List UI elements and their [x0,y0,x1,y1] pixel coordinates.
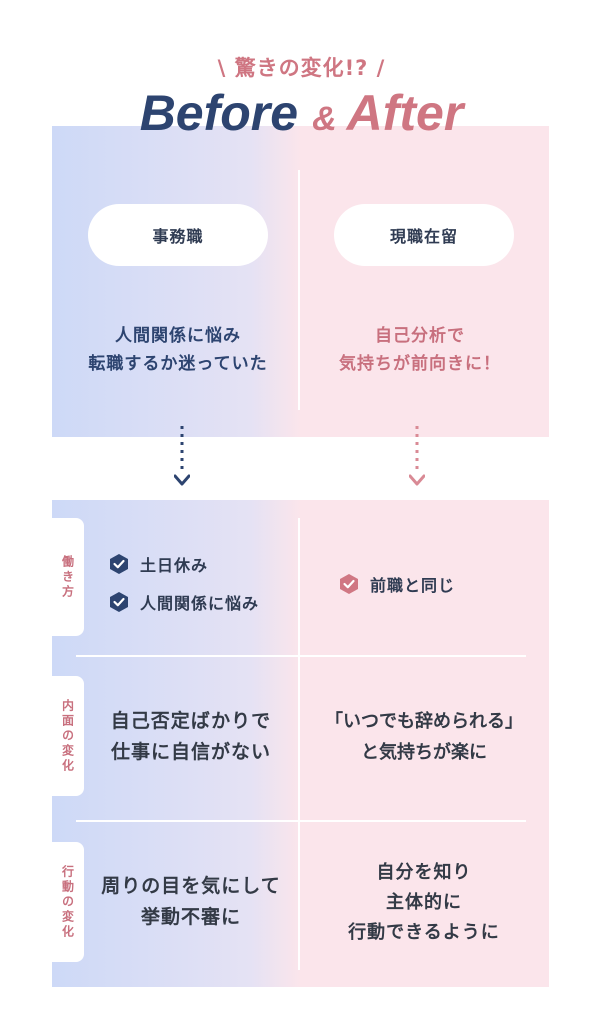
after-summary-line2: 気持ちが前向きに！ [339,354,501,374]
work-after-item-1: 前職と同じ [370,576,456,595]
dotted-arrow-down-icon [409,426,425,486]
after-summary-line1: 自己分析で [375,326,465,346]
detail-divider-vertical [298,518,300,970]
before-summary-line2: 転職するか迷っていた [88,354,268,374]
list-item: 前職と同じ [338,572,455,596]
top-divider [298,170,300,410]
header-title: Before&After [0,84,603,142]
row-label-work-style: 働き方 [52,518,84,636]
inner-after-text: 「いつでも辞められる」 と気持ちが楽に [300,706,548,768]
row-label-inner-change-text: 内面の変化 [60,698,75,774]
action-after-text: 自分を知り 主体的に 行動できるように [300,858,548,948]
dotted-arrow-down-icon [174,426,190,486]
list-item: 土日休み [108,552,259,576]
action-after-line2: 主体的に [386,892,462,913]
row-label-work-style-text: 働き方 [60,554,75,600]
work-after-list: 前職と同じ [338,572,455,596]
after-summary: 自己分析で 気持ちが前向きに！ [300,322,540,378]
inner-after-line1: 「いつでも辞められる」 [325,711,523,732]
work-before-item-1: 土日休み [140,556,209,575]
detail-divider-row2 [76,820,526,822]
title-before: Before [139,85,299,141]
top-comparison-panel [52,126,549,437]
before-job-label: 事務職 [152,227,204,246]
action-before-text: 周りの目を気にして 挙動不審に [84,871,298,933]
row-label-action-change: 行動の変化 [52,842,84,962]
action-after-line3: 行動できるように [348,922,500,943]
check-badge-icon [110,554,128,574]
row-label-inner-change: 内面の変化 [52,676,84,796]
detail-divider-row1 [76,655,526,657]
check-badge-icon [110,592,128,612]
header-subtitle: \ 驚きの変化!? / [217,56,386,80]
work-before-item-2: 人間関係に悩み [140,594,260,613]
check-badge-icon [340,574,358,594]
action-before-line1: 周りの目を気にして [101,875,281,897]
title-after: After [346,85,464,141]
inner-before-line1: 自己否定ばかりで [110,710,272,732]
work-before-list: 土日休み 人間関係に悩み [108,552,259,614]
list-item: 人間関係に悩み [108,590,259,614]
inner-after-line2: と気持ちが楽に [361,742,487,763]
row-label-action-change-text: 行動の変化 [60,864,75,940]
action-after-line1: 自分を知り [376,862,472,883]
detail-comparison-panel [52,500,549,987]
before-summary: 人間関係に悩み 転職するか迷っていた [58,322,298,378]
action-before-line2: 挙動不審に [140,906,241,928]
before-summary-line1: 人間関係に悩み [115,326,241,346]
inner-before-text: 自己否定ばかりで 仕事に自信がない [84,706,298,768]
after-job-label: 現職在留 [389,227,458,246]
inner-before-line2: 仕事に自信がない [110,741,271,763]
after-job-pill: 現職在留 [334,204,514,266]
title-ampersand: & [312,100,337,138]
before-job-pill: 事務職 [88,204,268,266]
